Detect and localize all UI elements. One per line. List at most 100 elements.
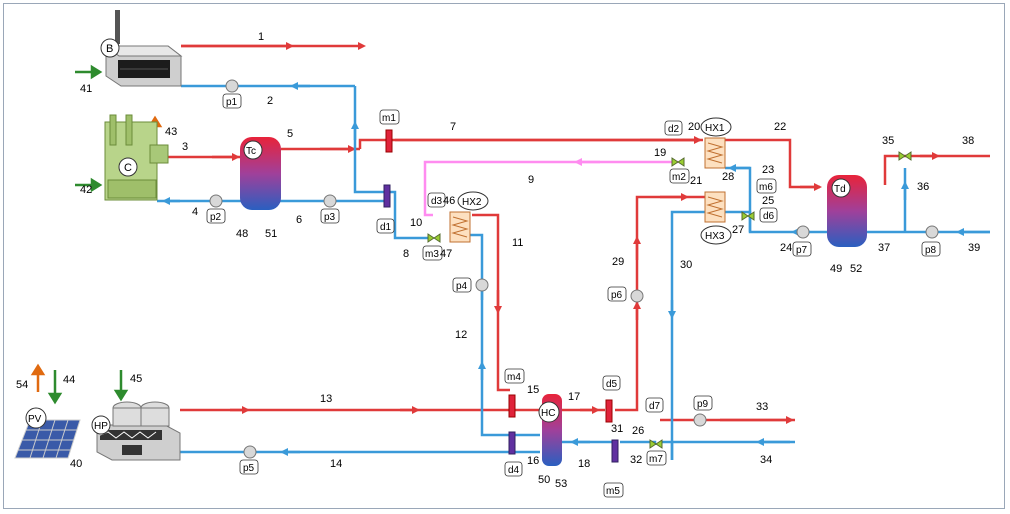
hx3: HX3 [700, 191, 732, 245]
node-43: 43 [165, 126, 177, 138]
hx1-label: HX1 [705, 123, 725, 134]
node-19: 19 [654, 147, 666, 159]
node-42: 42 [80, 184, 92, 196]
node-52: 52 [850, 263, 862, 275]
node-21: 21 [690, 175, 702, 187]
node-50: 50 [538, 474, 550, 486]
device-tags [206, 93, 941, 498]
pumps [209, 79, 939, 459]
node-51: 51 [265, 228, 277, 240]
node-49: 49 [830, 263, 842, 275]
hot-pipes [157, 42, 990, 424]
node-16: 16 [527, 455, 539, 467]
node-24: 24 [780, 242, 792, 254]
diagram-frame [3, 3, 1005, 509]
node-44: 44 [63, 374, 75, 386]
hx1: HX1 [700, 117, 732, 169]
tank-hc-label: HC [541, 408, 555, 419]
heat-pump-label: HP [94, 421, 108, 432]
glycol-pipe [423, 158, 678, 217]
node-13: 13 [320, 393, 332, 405]
pv-label: PV [28, 414, 42, 425]
mixer-m4: m4 [507, 372, 521, 383]
diverter-d5: d5 [606, 379, 618, 390]
node-12: 12 [455, 329, 467, 341]
node-40: 40 [70, 458, 82, 470]
diverter-d7: d7 [649, 401, 661, 412]
hx2-label: HX2 [462, 197, 482, 208]
mixer-m2: m2 [672, 172, 686, 183]
diverter-d6: d6 [763, 211, 775, 222]
node-25: 25 [762, 195, 774, 207]
pump-p9: p9 [697, 399, 709, 410]
tank-hc: HC [538, 394, 562, 466]
diverter-d2: d2 [668, 124, 680, 135]
node-46: 46 [443, 195, 455, 207]
pv-panel: PV [14, 407, 81, 459]
tank-tc: Tc [240, 137, 281, 210]
node-28: 28 [722, 171, 734, 183]
node-30: 30 [680, 259, 692, 271]
valves [383, 129, 912, 463]
pump-p8: p8 [925, 245, 937, 256]
energy-arrows [30, 64, 163, 405]
diverter-d4: d4 [508, 465, 520, 476]
node-26: 26 [632, 425, 644, 437]
device-tag-text: p1 p2 p3 p4 p5 p6 p7 p8 p9 m1 m2 m3 m4 m… [210, 97, 937, 497]
heat-pump: HP [91, 401, 181, 461]
node-33: 33 [756, 401, 768, 413]
node-3: 3 [182, 141, 188, 153]
pump-p1: p1 [226, 97, 238, 108]
pump-p7: p7 [796, 245, 808, 256]
node-7: 7 [450, 121, 456, 133]
tank-tc-label: Tc [246, 146, 256, 157]
node-39: 39 [968, 242, 980, 254]
node-36: 36 [917, 181, 929, 193]
node-29: 29 [612, 256, 624, 268]
hx2: HX2 [449, 191, 489, 243]
node-35: 35 [882, 135, 894, 147]
node-34: 34 [760, 454, 772, 466]
mixer-m6: m6 [759, 182, 773, 193]
boiler-label: B [106, 43, 113, 55]
node-20: 20 [688, 121, 700, 133]
boiler: B [100, 10, 183, 87]
node-22: 22 [774, 121, 786, 133]
node-53: 53 [555, 478, 567, 490]
mixer-m5: m5 [606, 486, 620, 497]
node-10: 10 [410, 217, 422, 229]
node-31: 31 [611, 423, 623, 435]
cold-pipes [157, 82, 990, 460]
mixer-m1: m1 [382, 113, 396, 124]
pump-p3: p3 [324, 212, 336, 223]
pump-p2: p2 [210, 212, 222, 223]
node-11: 11 [512, 237, 523, 249]
node-17: 17 [568, 391, 580, 403]
node-18: 18 [578, 458, 590, 470]
chiller: C [104, 114, 169, 201]
node-48: 48 [236, 228, 248, 240]
node-32: 32 [630, 454, 642, 466]
node-37: 37 [878, 242, 890, 254]
node-1: 1 [258, 31, 264, 43]
node-9: 9 [528, 174, 534, 186]
node-15: 15 [527, 384, 539, 396]
node-23: 23 [762, 164, 774, 176]
node-6: 6 [296, 214, 302, 226]
node-38: 38 [962, 135, 974, 147]
node-4: 4 [192, 206, 198, 218]
diverter-d3: d3 [431, 196, 443, 207]
pump-p4: p4 [456, 281, 468, 292]
tank-td: Td [827, 175, 867, 247]
node-27: 27 [732, 224, 744, 236]
mixer-m7: m7 [649, 454, 663, 465]
diverter-d1: d1 [380, 222, 392, 233]
mixer-m3: m3 [425, 249, 439, 260]
node-8: 8 [403, 248, 409, 260]
node-2: 2 [267, 95, 273, 107]
chiller-label: C [124, 162, 132, 174]
node-labels: 1234567891011121314151617181920212223242… [16, 31, 980, 490]
node-47: 47 [440, 248, 452, 260]
node-41: 41 [80, 83, 92, 95]
